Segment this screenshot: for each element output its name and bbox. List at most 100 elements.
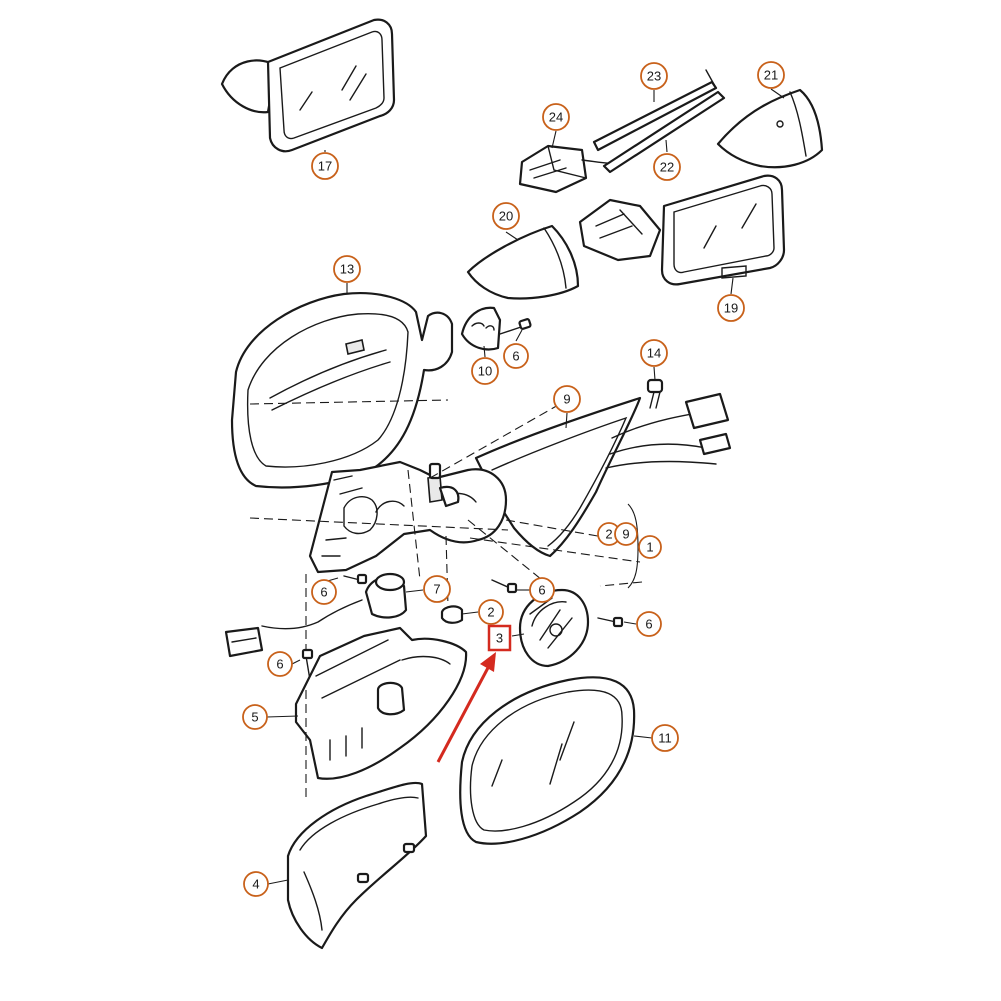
callout-24-label: 24: [549, 110, 563, 125]
callout-14-circle: [640, 339, 668, 367]
callout-11-label: 11: [658, 731, 672, 746]
callout-22: 22: [653, 153, 681, 181]
callout-9-right-label: 9: [622, 527, 629, 542]
callout-9-right-circle: [614, 522, 638, 546]
callout-2: 2: [478, 599, 504, 625]
part-6-screw-left: [343, 573, 368, 585]
callout-6-bottom: 6: [267, 651, 293, 677]
callout-17-label: 17: [318, 159, 332, 174]
highlight-part-3: 3: [436, 624, 512, 763]
callout-13: 13: [333, 255, 361, 283]
part-7-actuator: [224, 572, 408, 658]
callout-14-label: 14: [647, 346, 661, 361]
part-10-clip: [460, 306, 502, 351]
callout-21-circle: [757, 61, 785, 89]
part-6-screw-top: [499, 318, 532, 335]
callout-6-bottom-label: 6: [276, 657, 283, 672]
callout-24-circle: [542, 103, 570, 131]
leader-lines: [266, 88, 785, 885]
callout-2-right-label: 2: [605, 527, 612, 542]
callout-7-circle: [423, 575, 451, 603]
part-9-bracket: [474, 392, 732, 558]
callout-13-circle: [333, 255, 361, 283]
part-6-screw-center: [491, 579, 518, 594]
callout-6-left-circle: [311, 579, 337, 605]
callout-4-circle: [243, 871, 269, 897]
highlight-arrow-head: [480, 652, 496, 672]
callout-1-label: 1: [646, 540, 653, 555]
part-24-connector: [518, 144, 627, 194]
callout-7: 7: [423, 575, 451, 603]
part-6-screw-right: [597, 616, 624, 628]
callout-23-label: 23: [647, 69, 661, 84]
callout-6-right-label: 6: [645, 617, 652, 632]
callout-11: 11: [651, 724, 679, 752]
callout-17: 17: [311, 152, 339, 180]
callout-11-circle: [651, 724, 679, 752]
callout-5: 5: [242, 704, 268, 730]
callout-7-label: 7: [433, 582, 440, 597]
callout-6-center-label: 6: [538, 583, 545, 598]
part-13-housing: [230, 292, 454, 489]
callout-9-right: 9: [614, 522, 638, 546]
callout-6-top-circle: [503, 343, 529, 369]
part-2-cap: [440, 605, 464, 624]
callout-6-top-label: 6: [512, 349, 519, 364]
callout-1-circle: [638, 535, 662, 559]
part-4-bottom-cover: [286, 781, 428, 950]
callout-23-circle: [640, 62, 668, 90]
callout-6-center: 6: [529, 577, 555, 603]
part-23-rod: [592, 69, 718, 152]
callout-9-circle: [553, 385, 581, 413]
callout-4: 4: [243, 871, 269, 897]
callout-13-label: 13: [340, 262, 354, 277]
callout-9-label: 9: [563, 392, 570, 407]
callout-5-label: 5: [251, 710, 258, 725]
callout-5-circle: [242, 704, 268, 730]
callout-22-circle: [653, 153, 681, 181]
callout-6-center-circle: [529, 577, 555, 603]
part-5-lower-bracket: [294, 626, 468, 780]
callout-19: 19: [717, 294, 745, 322]
callout-4-label: 4: [252, 877, 259, 892]
part-17-mirror-glass: [220, 18, 396, 153]
callout-14: 14: [640, 339, 668, 367]
callout-10-circle: [471, 357, 499, 385]
callout-6-right: 6: [636, 611, 662, 637]
callout-21: 21: [757, 61, 785, 89]
callout-20: 20: [492, 202, 520, 230]
callout-2-label: 2: [487, 605, 494, 620]
callout-21-label: 21: [764, 68, 778, 83]
part-3-adjuster-plate: [518, 588, 590, 668]
callout-24: 24: [542, 103, 570, 131]
callout-6-left: 6: [311, 579, 337, 605]
part-11-mirror-glass: [459, 676, 636, 845]
callout-17-circle: [311, 152, 339, 180]
callout-22-label: 22: [660, 160, 674, 175]
callout-6-bottom-circle: [267, 651, 293, 677]
callout-20-circle: [492, 202, 520, 230]
part-14-bolt: [646, 378, 664, 409]
part-19-mirror-assembly: [578, 174, 786, 286]
callout-6-right-circle: [636, 611, 662, 637]
bracket-1: [627, 503, 639, 589]
callout-19-circle: [717, 294, 745, 322]
callout-9: 9: [553, 385, 581, 413]
callout-23: 23: [640, 62, 668, 90]
callout-1: 1: [638, 535, 662, 559]
callout-19-label: 19: [724, 301, 738, 316]
callout-6-top: 6: [503, 343, 529, 369]
callout-6-left-label: 6: [320, 585, 327, 600]
callout-2-circle: [478, 599, 504, 625]
part-22-rod: [602, 90, 726, 174]
highlight-box: [487, 624, 512, 652]
mirror-base-frame: [308, 460, 508, 574]
highlight-box-label: 3: [496, 631, 503, 646]
callout-10-label: 10: [478, 364, 492, 379]
part-21-cover: [716, 88, 824, 169]
callout-20-label: 20: [499, 209, 513, 224]
highlight-arrow-shaft: [436, 663, 492, 763]
part-20-cover: [466, 224, 580, 300]
